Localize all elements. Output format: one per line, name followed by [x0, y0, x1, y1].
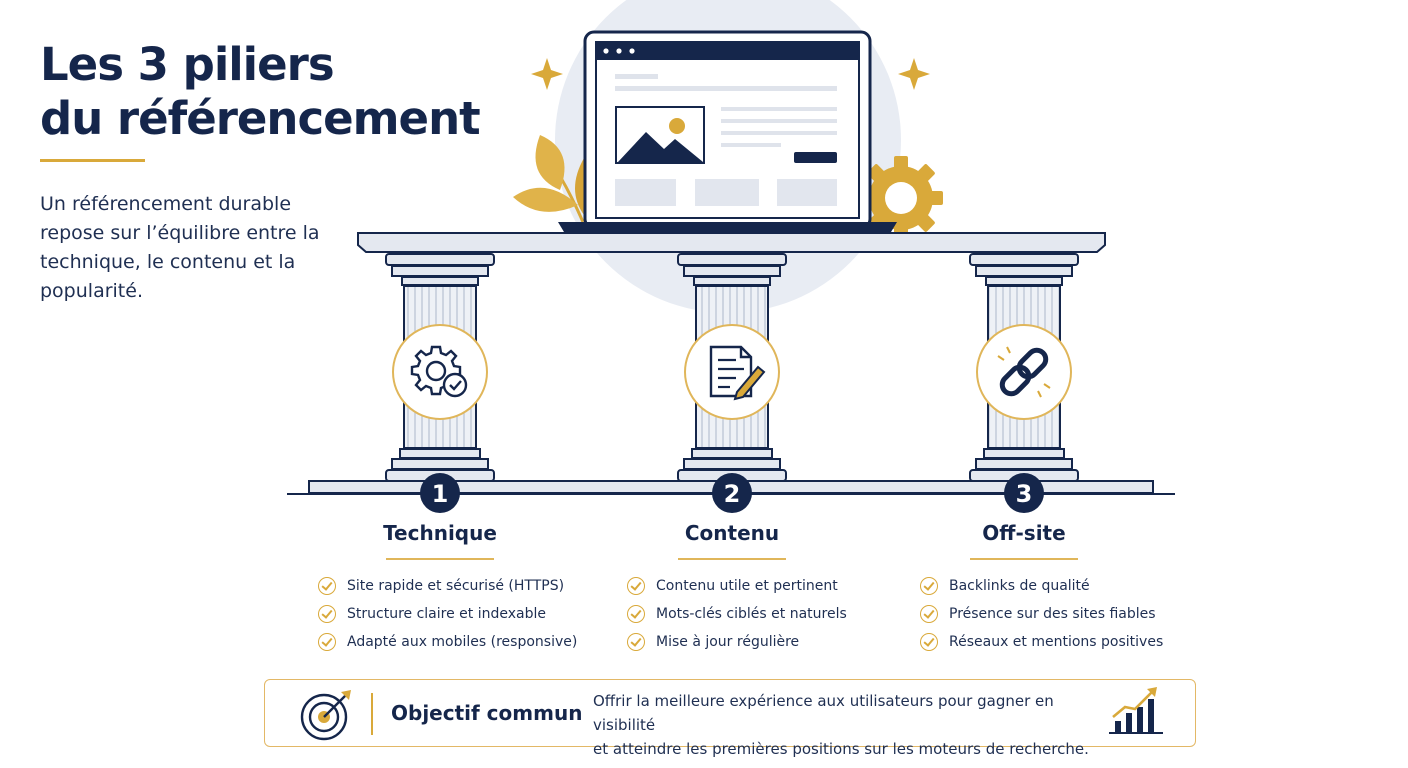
- check-icon: [920, 577, 938, 595]
- pillar-2-title: Contenu: [684, 521, 780, 545]
- pillar-3-title: Off-site: [982, 521, 1066, 545]
- pillar-1-number-badge: 1: [420, 473, 460, 513]
- goal-text-line-2: et atteindre les premières positions sur…: [593, 740, 1089, 758]
- temple-roof: [357, 232, 1106, 253]
- goal-text-line-1: Offrir la meilleure expérience aux utili…: [593, 692, 1054, 734]
- pillar-1-number: 1: [432, 480, 449, 508]
- title-line-1: Les 3 piliers: [40, 38, 335, 91]
- pillar-1-list: Site rapide et sécurisé (HTTPS) Structur…: [318, 572, 577, 656]
- pillar-1-title: Technique: [383, 521, 497, 545]
- goal-divider: [371, 693, 373, 735]
- check-icon: [627, 577, 645, 595]
- gear-check-icon: [392, 324, 488, 420]
- common-goal-box: Objectif commun Offrir la meilleure expé…: [264, 679, 1196, 758]
- list-item: Mise à jour régulière: [627, 628, 847, 656]
- pillar-3-list: Backlinks de qualité Présence sur des si…: [920, 572, 1163, 656]
- check-icon: [627, 633, 645, 651]
- pillar-2-underline: [678, 558, 786, 560]
- pillar-2-number-badge: 2: [712, 473, 752, 513]
- check-icon: [920, 633, 938, 651]
- pillar-3-number-badge: 3: [1004, 473, 1044, 513]
- check-icon: [318, 633, 336, 651]
- intro-text: Un référencement durable repose sur l’éq…: [40, 193, 320, 302]
- list-item: Backlinks de qualité: [920, 572, 1163, 600]
- check-icon: [627, 605, 645, 623]
- sparkle-left-icon: [531, 58, 563, 90]
- sparkle-right-icon: [898, 58, 930, 90]
- list-item: Adapté aux mobiles (responsive): [318, 628, 577, 656]
- pillar-2-list: Contenu utile et pertinent Mots-clés cib…: [627, 572, 847, 656]
- pillar-1-underline: [386, 558, 494, 560]
- check-icon: [318, 577, 336, 595]
- list-item: Contenu utile et pertinent: [627, 572, 847, 600]
- target-arrow-icon: [300, 690, 351, 741]
- list-item: Site rapide et sécurisé (HTTPS): [318, 572, 577, 600]
- pillar-3-underline: [970, 558, 1078, 560]
- check-icon: [920, 605, 938, 623]
- chain-link-icon: [976, 324, 1072, 420]
- laptop-icon: [558, 30, 897, 232]
- pillar-2-number: 2: [724, 480, 741, 508]
- list-item: Mots-clés ciblés et naturels: [627, 600, 847, 628]
- pillar-3-number: 3: [1016, 480, 1033, 508]
- goal-text: Offrir la meilleure expérience aux utili…: [593, 689, 1093, 761]
- goal-title: Objectif commun: [391, 701, 583, 725]
- list-item: Réseaux et mentions positives: [920, 628, 1163, 656]
- check-icon: [318, 605, 336, 623]
- document-pencil-icon: [684, 324, 780, 420]
- title-underline: [40, 159, 145, 162]
- list-item: Présence sur des sites fiables: [920, 600, 1163, 628]
- title-line-2: du référencement: [40, 92, 481, 145]
- growth-chart-icon: [1109, 687, 1163, 734]
- list-item: Structure claire et indexable: [318, 600, 577, 628]
- page-title: Les 3 piliers du référencement: [40, 38, 481, 146]
